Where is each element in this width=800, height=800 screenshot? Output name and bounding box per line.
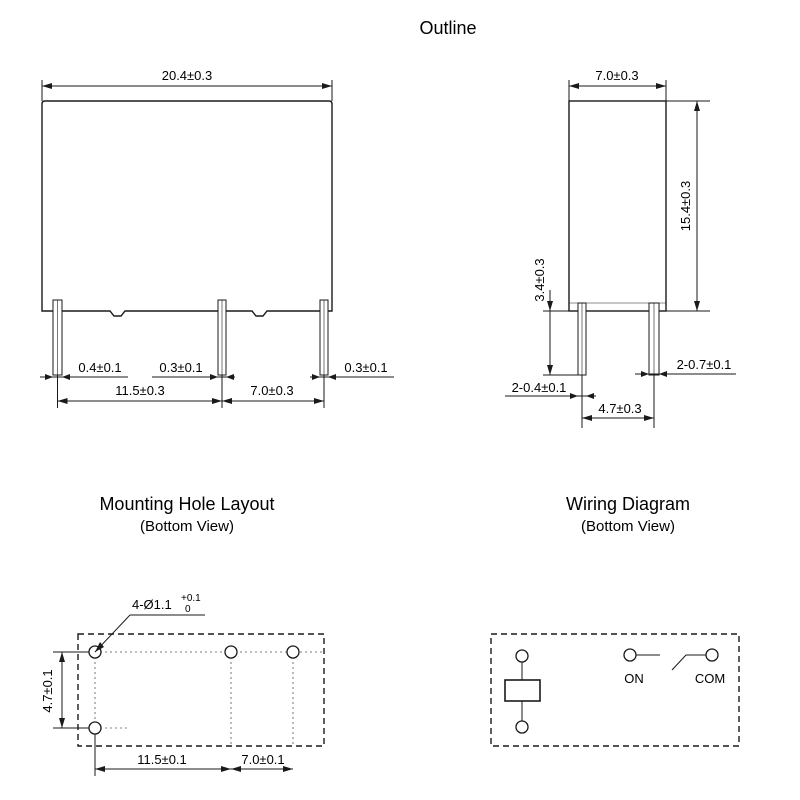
hole-2	[224, 645, 238, 659]
coil-symbol	[504, 679, 541, 702]
hole-tol-upper: +0.1	[181, 593, 201, 604]
hole-3	[286, 645, 300, 659]
mounting-hole-layout: Mounting Hole Layout (Bottom View) 4-Ø1.…	[40, 494, 325, 776]
side-view: 7.0±0.3 15.4±0.3 3.4±0.3 2-0.7±0.1 2-0.4…	[505, 68, 736, 428]
wiring-title: Wiring Diagram	[566, 494, 690, 514]
front-pin-right-dim: 0.3±0.1	[344, 360, 387, 375]
com-label: COM	[695, 671, 725, 686]
side-width-dim: 7.0±0.3	[595, 68, 638, 83]
side-pin-right-dim: 2-0.7±0.1	[677, 357, 732, 372]
side-pin-spacing-dim: 4.7±0.3	[598, 401, 641, 416]
wiring-diagram: Wiring Diagram (Bottom View) ON COM	[490, 494, 740, 747]
wiring-outline	[490, 633, 740, 747]
mounting-vertical-dim: 4.7±0.1	[40, 669, 55, 712]
front-pin-left-dim: 0.4±0.1	[78, 360, 121, 375]
side-pin-left-dim: 2-0.4±0.1	[512, 380, 567, 395]
mounting-outline	[77, 633, 325, 747]
outline-title: Outline	[419, 18, 476, 38]
mounting-title: Mounting Hole Layout	[99, 494, 274, 514]
front-width-dim: 20.4±0.3	[162, 68, 213, 83]
side-body	[568, 100, 667, 312]
front-pin-mid-dim: 0.3±0.1	[159, 360, 202, 375]
mounting-span-right-dim: 7.0±0.1	[241, 752, 284, 767]
mounting-subtitle: (Bottom View)	[140, 518, 234, 535]
side-pin-length-dim: 3.4±0.3	[532, 258, 547, 301]
hole-tol-lower: 0	[185, 604, 191, 615]
front-span-right-dim: 7.0±0.3	[250, 383, 293, 398]
wiring-subtitle: (Bottom View)	[581, 518, 675, 535]
on-terminal	[623, 648, 637, 662]
front-body	[41, 100, 333, 317]
coil-terminal-top	[515, 649, 529, 663]
side-height-dim: 15.4±0.3	[678, 181, 693, 232]
front-span-left-dim: 11.5±0.3	[115, 383, 165, 398]
hole-size-label: 4-Ø1.1	[132, 597, 172, 612]
on-label: ON	[624, 671, 644, 686]
front-view: 20.4±0.3 0.4±0.1 0.3±0.1 0.3±0.1 11.5±0.…	[40, 68, 394, 408]
hole-4	[88, 721, 102, 735]
mounting-span-left-dim: 11.5±0.1	[137, 752, 187, 767]
com-terminal	[705, 648, 719, 662]
coil-terminal-bottom	[515, 720, 529, 734]
